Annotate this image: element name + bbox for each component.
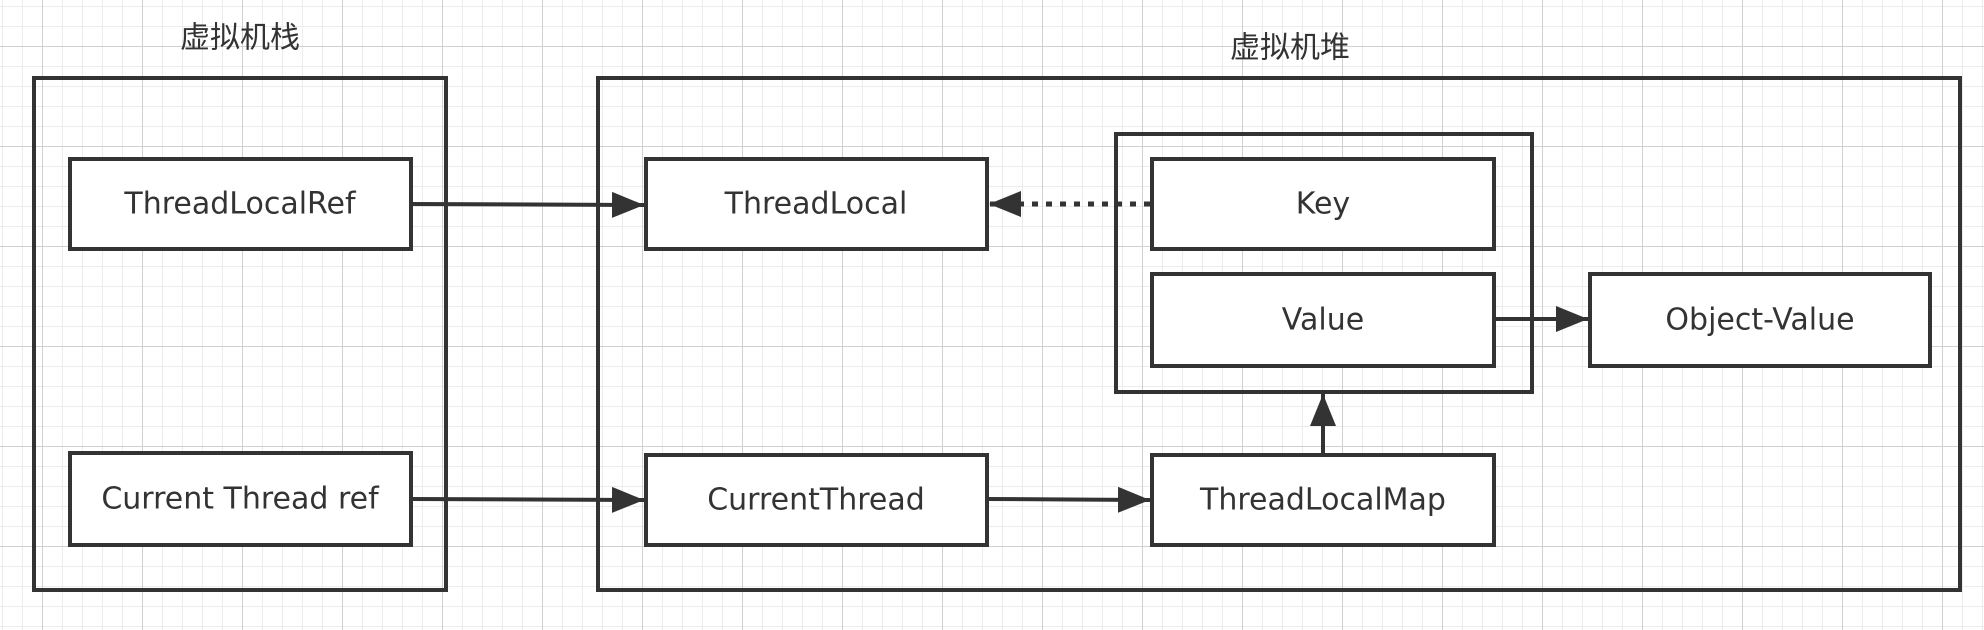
thread-local-ref-node[interactable]: ThreadLocalRef: [68, 157, 413, 251]
thread-local-node[interactable]: ThreadLocal: [644, 157, 989, 251]
arrow-currentthreadref-to-currentthread: [410, 486, 645, 513]
stack-panel-title: 虚拟机栈: [180, 21, 300, 56]
current-thread-ref-node[interactable]: Current Thread ref: [68, 451, 413, 547]
heap-panel-frame: [596, 76, 1962, 592]
current-thread-label: CurrentThread: [707, 483, 925, 518]
map-entry-container: [1114, 132, 1534, 394]
heap-panel-title: 虚拟机堆: [1230, 31, 1350, 66]
thread-local-label: ThreadLocal: [724, 187, 908, 222]
current-thread-ref-label: Current Thread ref: [101, 482, 380, 517]
thread-local-ref-label: ThreadLocalRef: [123, 187, 357, 222]
key-node[interactable]: Key: [1150, 157, 1496, 251]
current-thread-node[interactable]: CurrentThread: [644, 453, 989, 547]
value-node[interactable]: Value: [1150, 272, 1496, 368]
thread-local-map-node[interactable]: ThreadLocalMap: [1150, 453, 1496, 547]
stack-panel-frame: [32, 76, 448, 592]
thread-local-map-label: ThreadLocalMap: [1199, 483, 1446, 518]
arrow-threadlocalref-to-threadlocal: [410, 191, 645, 218]
arrow-currentthread-to-threadlocalmap: [986, 486, 1151, 513]
key-label: Key: [1296, 187, 1350, 222]
object-value-node[interactable]: Object-Value: [1588, 272, 1932, 368]
object-value-label: Object-Value: [1665, 303, 1854, 338]
value-label: Value: [1282, 303, 1364, 338]
